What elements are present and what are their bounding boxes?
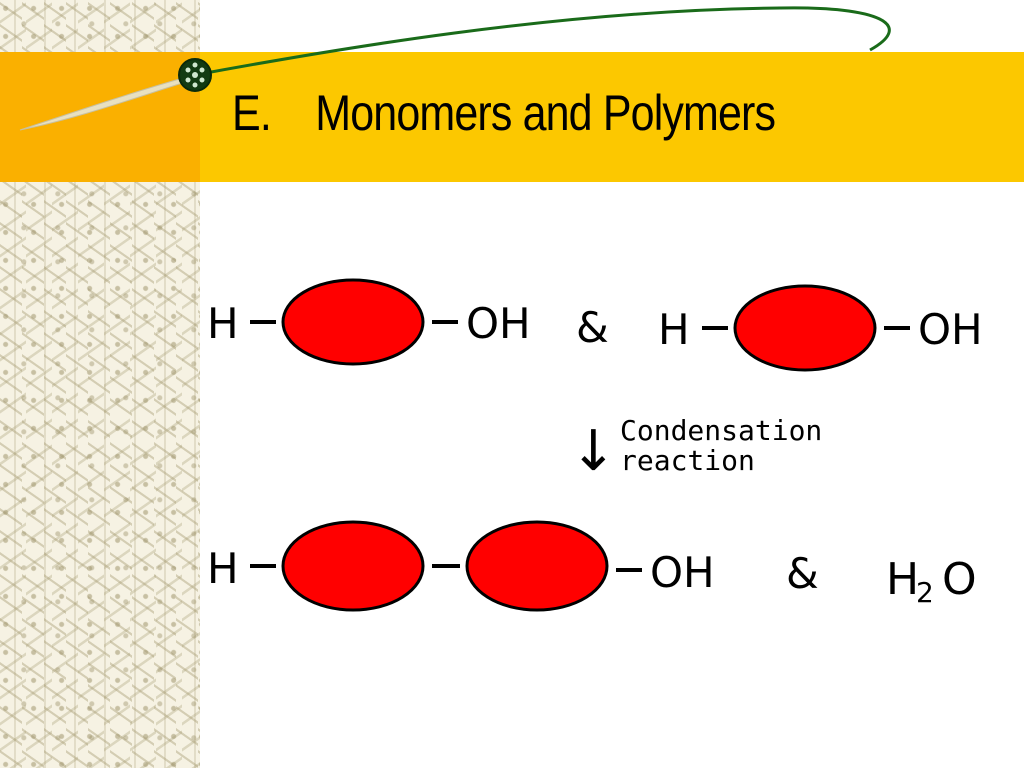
reactants-joiner: & <box>576 303 609 352</box>
monomer-1: H OH <box>207 278 531 366</box>
dimer-left-group: H <box>207 544 239 593</box>
monomer-1-right-group: OH <box>466 299 531 348</box>
monomer-1-left-group: H <box>207 299 239 348</box>
reaction-label-line-2: reaction <box>620 444 755 477</box>
monomer-2: H OH <box>658 284 983 372</box>
page-title: E. Monomers and Polymers <box>232 85 776 141</box>
monomer-2-left-group: H <box>658 305 690 354</box>
reaction-arrow-icon: ↓ <box>570 419 617 484</box>
dimer-right-group: OH <box>650 548 715 597</box>
water-molecule: H 2 O <box>886 554 977 609</box>
water-h: H <box>886 554 919 605</box>
water-o: O <box>942 554 977 605</box>
monomer-2-unit <box>733 284 877 372</box>
molecule-ball-icon <box>178 58 212 92</box>
reaction-label-line-1: Condensation <box>620 414 822 447</box>
dimer-unit-2 <box>465 520 609 612</box>
monomer-2-right-group: OH <box>918 305 983 354</box>
title-band-left-overlay <box>0 52 200 182</box>
monomer-1-unit <box>281 278 425 366</box>
dimer-unit-1 <box>281 520 425 612</box>
swoosh-curve <box>194 6 891 77</box>
dimer-product: H OH <box>207 520 715 612</box>
products-joiner: & <box>786 549 819 598</box>
water-subscript: 2 <box>916 576 934 609</box>
